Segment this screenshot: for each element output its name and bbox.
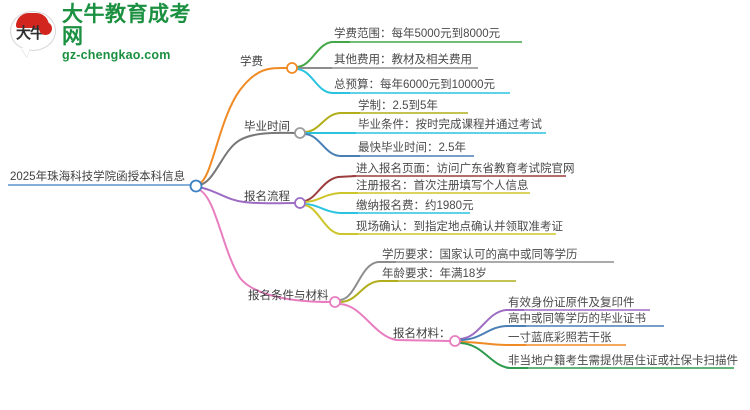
leaf-label-tuition-range[interactable]: 学费范围：每年5000元到8000元	[334, 28, 501, 40]
leaf-label-photos[interactable]: 一寸蓝底彩照若干张	[508, 332, 612, 344]
leaf-label-graduation-condition[interactable]: 毕业条件：按时完成课程并通过考试	[358, 119, 542, 131]
connector-branch2-child3	[303, 133, 360, 157]
leaf-label-education-requirement[interactable]: 学历要求：国家认可的高中或同等学历	[382, 249, 578, 261]
leaf-label-id-card-copy[interactable]: 有效身份证原件及复印件	[508, 297, 635, 309]
connector-branch4-child3	[339, 303, 451, 342]
node-branch-1	[286, 62, 298, 74]
connector-root-branch1	[197, 66, 289, 185]
logo-title: 大牛教育成考网	[62, 2, 191, 48]
node-branch-2	[294, 127, 306, 139]
connector-branch3-child3	[303, 203, 358, 214]
leaf-label-total-budget[interactable]: 总预算：每年6000元到10000元	[334, 79, 496, 91]
node-root	[189, 179, 203, 193]
leaf-label-nonlocal-residence-proof[interactable]: 非当地户籍考生需提供居住证或社保卡扫描件	[508, 355, 738, 367]
connector-branch2-child1	[303, 112, 360, 133]
site-logo: 大牛 大牛教育成考网 gz-chengkao.com	[10, 3, 210, 62]
logo-mark-text: 大牛	[15, 25, 45, 42]
connector-branch3-child4	[303, 204, 358, 235]
connector-branch1-child3	[295, 68, 350, 94]
subnode-label-registration-materials[interactable]: 报名材料：	[393, 328, 451, 340]
connector-branch4-child2	[339, 280, 398, 303]
connector-branch4-child1	[339, 261, 396, 301]
leaf-label-diploma-certificate[interactable]: 高中或同等学历的毕业证书	[508, 313, 646, 325]
connector-branch3-child2	[303, 192, 358, 203]
leaf-label-pay-registration-fee[interactable]: 缴纳报名费：约1980元	[356, 200, 474, 212]
logo-mark-icon: 大牛	[10, 11, 56, 55]
leaf-label-register-account[interactable]: 注册报名：首次注册填写个人信息	[356, 180, 529, 192]
leaf-label-enter-registration-page[interactable]: 进入报名页面：访问广东省教育考试院官网	[356, 163, 575, 175]
connector-branch3-child1	[303, 175, 357, 202]
branch-label-tuition[interactable]: 学费	[240, 56, 263, 68]
leaf-label-onsite-confirmation[interactable]: 现场确认：到指定地点确认并领取准考证	[356, 221, 563, 233]
leaf-label-fastest-graduation[interactable]: 最快毕业时间：2.5年	[358, 142, 466, 154]
node-registration-materials	[449, 335, 461, 347]
root-node-label[interactable]: 2025年珠海科技学院函授本科信息	[10, 171, 186, 183]
connector-root-branch2	[197, 131, 297, 186]
leaf-label-age-requirement[interactable]: 年龄要求：年满18岁	[382, 268, 487, 280]
node-branch-3	[294, 197, 306, 209]
branch-label-registration-process[interactable]: 报名流程	[244, 191, 290, 203]
logo-red-dot-icon	[39, 22, 52, 35]
connector-branch1-child1	[295, 41, 350, 68]
connector-root-branch4	[197, 188, 331, 303]
connector-material-item1	[459, 309, 524, 340]
leaf-label-study-length[interactable]: 学制：2.5到5年	[358, 100, 438, 112]
node-branch-4	[329, 296, 341, 308]
logo-wordmark: 大牛教育成考网 gz-chengkao.com	[62, 2, 210, 62]
logo-domain: gz-chengkao.com	[62, 47, 171, 62]
leaf-label-other-fees[interactable]: 其他费用：教材及相关费用	[334, 54, 472, 66]
connector-root-branch3	[197, 186, 297, 205]
branch-label-requirements-and-materials[interactable]: 报名条件与材料	[248, 290, 329, 302]
branch-label-graduation-time[interactable]: 毕业时间	[244, 121, 290, 133]
